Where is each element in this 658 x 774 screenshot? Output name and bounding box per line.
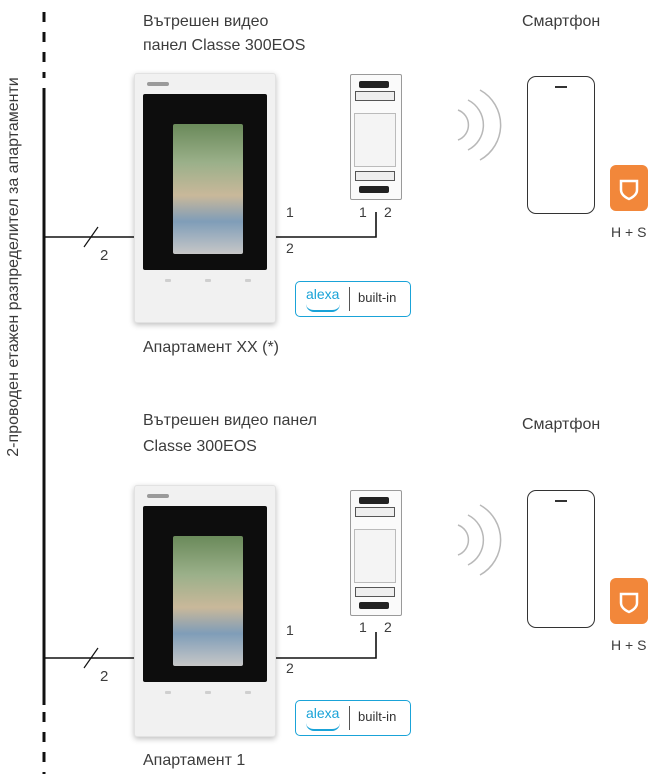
caller-image [173, 124, 243, 254]
smartphone-top [527, 76, 595, 214]
panel-title-bottom-line2: Classe 300EOS [143, 438, 257, 455]
module-terminal-2-bottom: 2 [384, 619, 392, 635]
module-terminal-1-top: 1 [359, 204, 367, 220]
alexa-smile-icon [306, 723, 340, 731]
smartphone-bottom [527, 490, 595, 628]
wifi-module-top [350, 74, 402, 200]
module-terminal-2-top: 2 [384, 204, 392, 220]
terminal-2-top: 2 [286, 240, 294, 256]
terminal-2-bottom: 2 [286, 660, 294, 676]
apartment-label-bottom: Апартамент 1 [143, 752, 246, 769]
panel-logo [147, 82, 169, 86]
video-panel-top [134, 73, 276, 323]
panel-screen [143, 94, 267, 270]
app-label-bottom: H + S [611, 637, 647, 653]
module-wire-bottom [270, 632, 377, 659]
panel-title-top-line1: Вътрешен видео [143, 13, 269, 30]
smartphone-label-top: Смартфон [522, 13, 601, 30]
alexa-wordmark: alexa [306, 705, 340, 721]
app-label-top: H + S [611, 224, 647, 240]
wire-count-top: 2 [100, 247, 109, 264]
alexa-smile-icon [306, 304, 340, 312]
terminal-1-bottom: 1 [286, 622, 294, 638]
caller-image [173, 536, 243, 666]
panel-title-top-line2: панел Classe 300EOS [143, 37, 306, 54]
wireless-signal-top [457, 89, 502, 161]
apartment-label-top: Апартамент XX (*) [143, 339, 280, 356]
alexa-badge-top: alexa built-in [295, 281, 411, 317]
alexa-wordmark: alexa [306, 286, 340, 302]
terminal-1-top: 1 [286, 204, 294, 220]
panel-screen [143, 506, 267, 682]
app-shield-icon-top [610, 165, 648, 211]
wire-slash-bottom [83, 647, 99, 669]
alexa-badge-bottom: alexa built-in [295, 700, 411, 736]
wifi-module-bottom [350, 490, 402, 616]
module-terminal-1-bottom: 1 [359, 619, 367, 635]
alexa-builtin-text: built-in [358, 709, 397, 724]
app-shield-icon-bottom [610, 578, 648, 624]
wireless-signal-bottom [457, 504, 502, 576]
bus-label: 2-проводен етажен разпределител за апарт… [5, 77, 22, 457]
wire-slash-top [83, 226, 99, 248]
video-panel-bottom [134, 485, 276, 737]
module-wire-top [270, 212, 377, 238]
wire-count-bottom: 2 [100, 668, 109, 685]
smartphone-label-bottom: Смартфон [522, 416, 601, 433]
panel-title-bottom-line1: Вътрешен видео панел [143, 412, 317, 429]
alexa-builtin-text: built-in [358, 290, 397, 305]
panel-logo [147, 494, 169, 498]
